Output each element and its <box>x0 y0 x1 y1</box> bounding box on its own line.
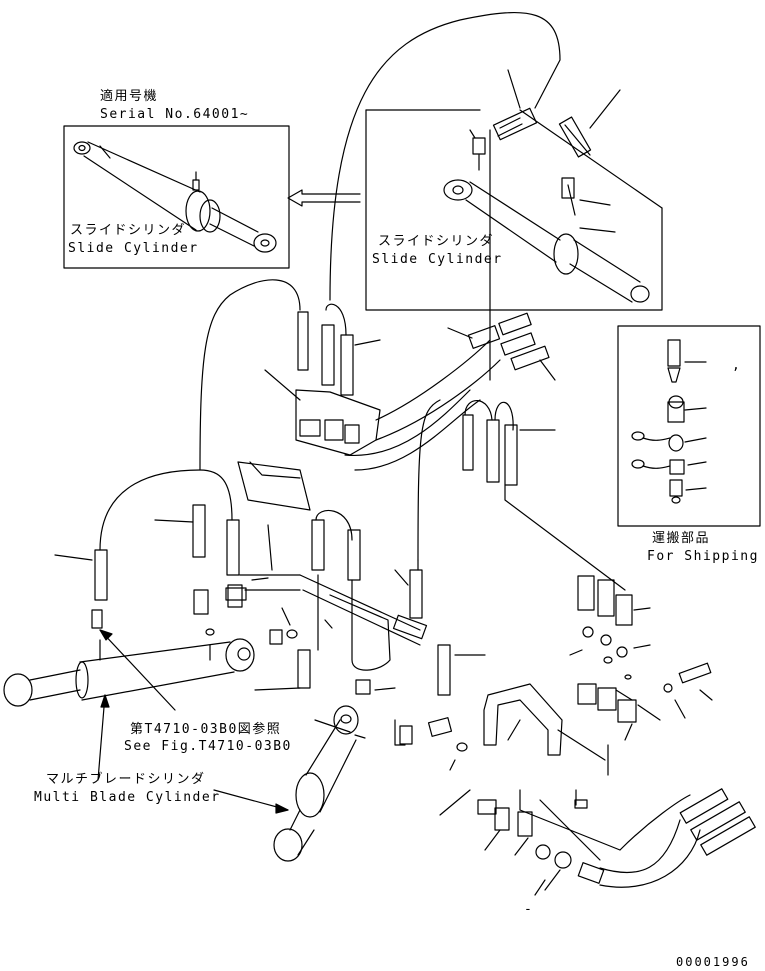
right-hose-group <box>418 400 625 590</box>
center-pipe-group <box>240 510 485 695</box>
multi-blade-cylinder-left <box>4 639 254 706</box>
inset-slide-cylinder-drawing <box>74 142 276 252</box>
shipping-parts-box <box>618 326 760 526</box>
control-valve-group <box>200 280 555 510</box>
main-slide-frame <box>366 110 662 310</box>
shipping-frame <box>618 326 760 526</box>
ref-label-en: See Fig.T4710-03B0 <box>124 739 292 754</box>
inset-serial-number: Serial No.64001~ <box>100 107 250 122</box>
misc-fittings <box>226 578 412 744</box>
lower-right-assembly <box>429 576 756 895</box>
main-slide-cylinder-en: Slide Cylinder <box>372 252 503 267</box>
inset-slide-cylinder-en: Slide Cylinder <box>68 241 199 256</box>
shipping-comma: , <box>732 358 742 373</box>
direction-arrow <box>288 190 360 206</box>
multi-blade-label-en: Multi Blade Cylinder <box>34 790 221 805</box>
inset-serial-cylinder <box>64 126 289 268</box>
callout-arrows <box>98 630 288 813</box>
multi-blade-label-jp: マルチブレードシリンダ <box>46 772 206 787</box>
shipping-label-jp: 運搬部品 <box>652 531 711 546</box>
left-hose-group <box>55 470 272 635</box>
inset-slide-cylinder-jp: スライドシリンダ <box>70 223 187 238</box>
main-slide-cylinder-group <box>330 13 662 380</box>
drawing-number: 00001996 <box>676 955 750 969</box>
dash-mark: - <box>524 902 534 917</box>
multi-blade-cylinder-center <box>274 706 405 861</box>
ref-label-jp: 第T4710-03B0図参照 <box>130 722 282 737</box>
shipping-label-en: For Shipping <box>647 549 759 564</box>
inset-applicable-jp: 適用号機 <box>100 89 159 104</box>
main-slide-cylinder-jp: スライドシリンダ <box>378 234 495 249</box>
